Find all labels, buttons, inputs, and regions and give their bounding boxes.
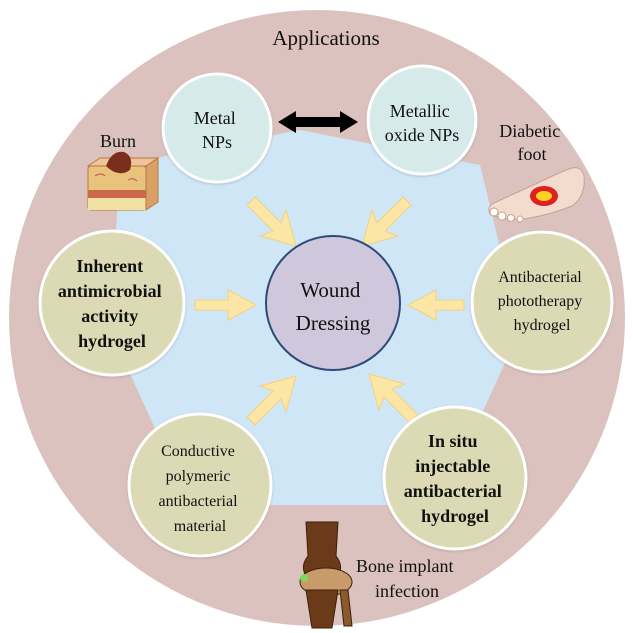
skin-burn-icon: [86, 151, 160, 211]
bone-implant-line-2: infection: [375, 581, 439, 601]
knee-joint-icon: [299, 521, 353, 629]
arrow-phototherapy-to-center: [406, 289, 465, 321]
metal-nps-node: Metal NPs: [161, 72, 273, 184]
diabetic-foot-line-2: foot: [518, 144, 547, 164]
double-arrow: [278, 111, 358, 133]
diabetic-foot-application: Diabetic foot: [488, 121, 585, 223]
svg-text:Bone implant infection: Bone implant infection: [356, 556, 458, 601]
metallic-oxide-nps-node: Metallic oxide NPs: [366, 64, 478, 176]
diagram-title: Applications: [272, 26, 379, 50]
bone-implant-application: Bone implant infection: [299, 521, 458, 629]
wound-dressing-node: Wound Dressing: [265, 235, 401, 371]
burn-application: Burn: [86, 131, 160, 211]
conductive-material-node: Conductive polymeric antibacterial mater…: [127, 412, 273, 558]
svg-text:Wound Dressing: Wound Dressing: [296, 278, 371, 335]
arrow-metal-to-center: [246, 196, 297, 247]
inherent-hydrogel-node: Inherent antimicrobial activity hydrogel: [38, 229, 186, 377]
foot-ulcer-icon: [488, 167, 585, 223]
arrow-oxide-to-center: [361, 196, 412, 247]
svg-text:Burn: Burn: [100, 131, 136, 151]
svg-text:Inherent antimicrobial: Inherent antimicrobial activity hydrogel: [58, 256, 166, 351]
svg-text:Antibacterial photothera: Antibacterial phototherapy hydrogel: [498, 269, 586, 334]
burn-label: Burn: [100, 131, 136, 151]
arrow-conductive-to-center: [246, 375, 297, 426]
svg-text:Metallic oxide NPs: Metallic oxide NPs: [385, 101, 460, 145]
svg-text:In situ injectable: In situ injectable antibacterial hydroge…: [404, 431, 506, 526]
svg-text:Conductive polymeric: Conductive polymeric antibacterial mater…: [158, 443, 241, 535]
center-line-1: Wound: [300, 278, 361, 302]
arrow-injectable-to-center: [368, 373, 419, 424]
bone-implant-line-1: Bone implant: [356, 556, 454, 576]
phototherapy-hydrogel-node: Antibacterial phototherapy hydrogel: [470, 230, 614, 374]
svg-text:Metal NPs: Metal NPs: [194, 108, 241, 152]
arrow-inherent-to-center: [194, 289, 258, 321]
injectable-hydrogel-node: In situ injectable antibacterial hydroge…: [382, 405, 528, 551]
center-line-2: Dressing: [296, 311, 371, 335]
diabetic-foot-line-1: Diabetic: [499, 121, 560, 141]
svg-text:Diabetic foot: Diabetic foot: [499, 121, 564, 164]
